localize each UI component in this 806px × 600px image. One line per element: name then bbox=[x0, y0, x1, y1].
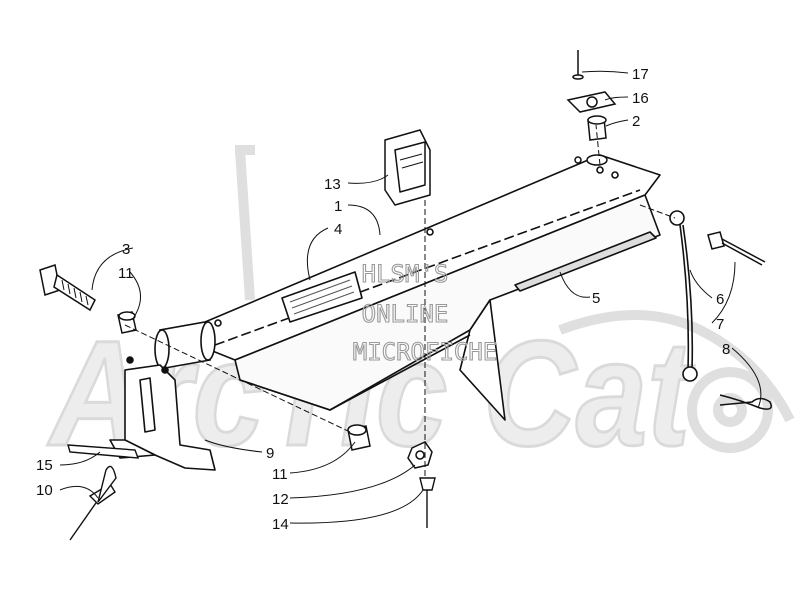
frame-keel bbox=[459, 299, 506, 421]
r-clip-part-icon bbox=[719, 394, 772, 410]
callout-9: 9 bbox=[266, 445, 274, 462]
callout-12: 12 bbox=[272, 491, 289, 508]
callout-labels: 17 16 2 13 1 4 3 11 5 6 7 8 9 11 12 14 1… bbox=[36, 66, 730, 533]
watermark-line-3: MICROFICHE bbox=[353, 338, 498, 366]
top-fastener-stack bbox=[566, 50, 617, 166]
bushing-part-icon bbox=[117, 311, 137, 334]
callout-6: 6 bbox=[716, 291, 724, 308]
watermark-line-2: ONLINE bbox=[362, 300, 449, 328]
hlsm-watermark: HLSM'S ONLINE MICROFICHE bbox=[352, 259, 498, 366]
rivet-part-icon bbox=[69, 465, 117, 541]
front-tube bbox=[154, 321, 216, 369]
watermark-line-1: HLSM'S bbox=[362, 260, 449, 288]
callout-1: 1 bbox=[334, 198, 342, 215]
stand-bracket bbox=[109, 356, 216, 471]
callout-15: 15 bbox=[36, 457, 53, 474]
strap-part bbox=[67, 444, 140, 459]
bolt-part-icon bbox=[39, 264, 96, 312]
callout-10: 10 bbox=[36, 482, 53, 499]
decal-plate bbox=[281, 271, 363, 323]
nut-part-icon bbox=[407, 441, 433, 469]
callout-8: 8 bbox=[722, 341, 730, 358]
cable-part-icon bbox=[669, 210, 698, 382]
snowmobile-silhouette-icon bbox=[235, 145, 795, 453]
callout-11-lower: 11 bbox=[272, 466, 288, 483]
callout-2: 2 bbox=[632, 113, 640, 130]
callout-7: 7 bbox=[716, 316, 724, 333]
rivet-lower-part-icon bbox=[419, 477, 436, 528]
frame-assembly bbox=[159, 154, 661, 421]
callout-14: 14 bbox=[272, 516, 289, 533]
leader-lines bbox=[59, 70, 762, 524]
callout-17: 17 bbox=[632, 66, 649, 83]
callout-4: 4 bbox=[334, 221, 342, 238]
clip-part-icon bbox=[384, 129, 431, 206]
hitch-pin-part-icon bbox=[707, 231, 766, 266]
callout-3: 3 bbox=[122, 241, 130, 258]
callout-5: 5 bbox=[592, 290, 600, 307]
guide-lines bbox=[124, 124, 676, 478]
frame-slot bbox=[514, 231, 657, 292]
callout-16: 16 bbox=[632, 90, 649, 107]
callout-13: 13 bbox=[324, 176, 341, 193]
callout-11-upper: 11 bbox=[118, 265, 134, 282]
